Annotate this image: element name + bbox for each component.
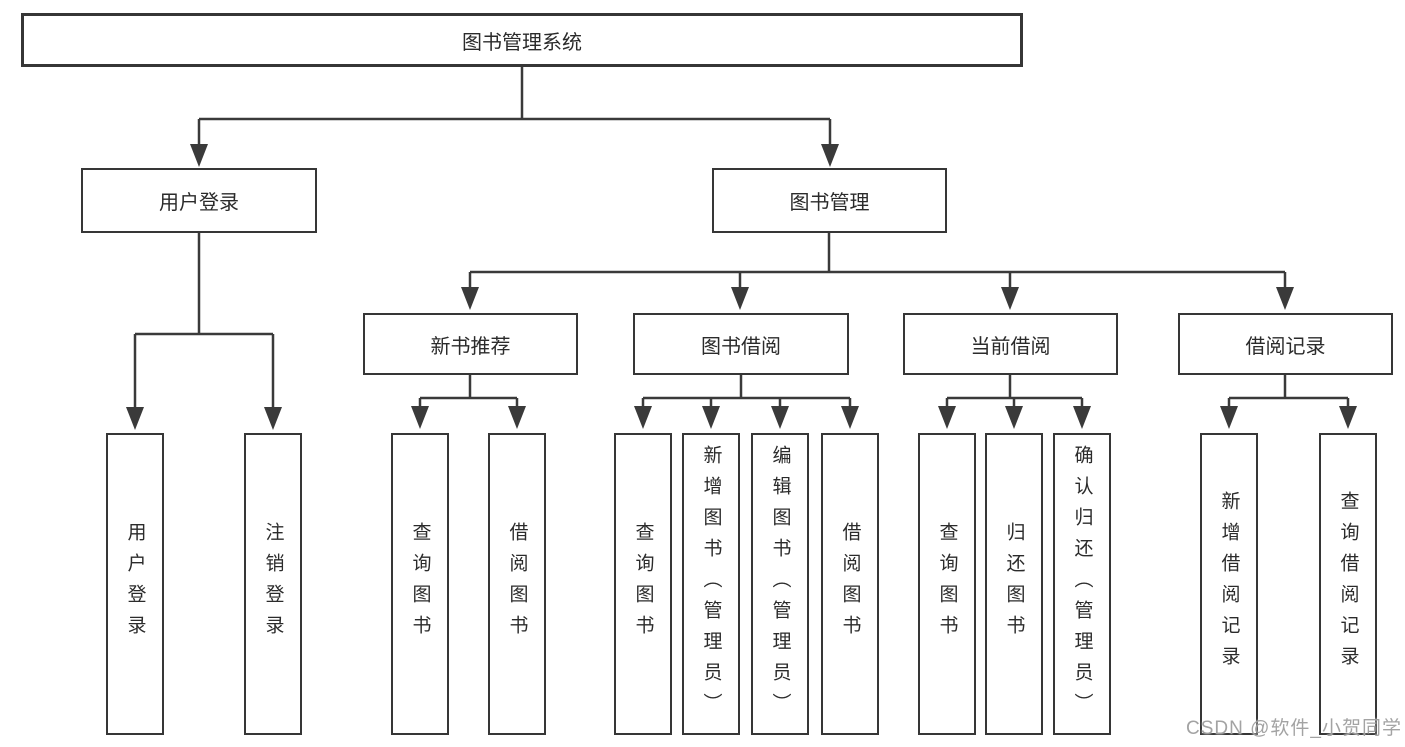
- node-root: 图书管理系统: [21, 13, 1023, 67]
- branch-book-mgmt: [461, 233, 1294, 310]
- node-cb-confirm-return-label: 确认归还（管理员）: [1071, 444, 1093, 724]
- branch-root: [190, 66, 839, 167]
- node-new-book-rec-label: 新书推荐: [430, 335, 511, 358]
- node-bb-edit-book-label: 编辑图书（管理员）: [769, 444, 791, 724]
- node-cb-query-book: 查询图书: [918, 433, 976, 735]
- node-book-mgmt: 图书管理: [712, 168, 947, 233]
- node-cb-return-book-label: 归还图书: [1003, 522, 1025, 646]
- node-nbr-query-book-label: 查询图书: [409, 522, 431, 646]
- node-nbr-borrow-book-label: 借阅图书: [506, 522, 528, 646]
- node-bb-borrow-book: 借阅图书: [821, 433, 879, 735]
- node-bb-add-book-label: 新增图书（管理员）: [700, 444, 722, 724]
- node-bb-query-book: 查询图书: [614, 433, 672, 735]
- node-root-label: 图书管理系统: [462, 31, 582, 54]
- node-current-borrow-label: 当前借阅: [970, 335, 1051, 358]
- node-bb-add-book: 新增图书（管理员）: [682, 433, 740, 735]
- node-bb-query-book-label: 查询图书: [632, 522, 654, 646]
- node-br-query-record: 查询借阅记录: [1319, 433, 1377, 735]
- node-br-add-record-label: 新增借阅记录: [1218, 491, 1240, 677]
- node-cb-confirm-return: 确认归还（管理员）: [1053, 433, 1111, 735]
- node-cb-query-book-label: 查询图书: [936, 522, 958, 646]
- node-new-book-rec: 新书推荐: [363, 313, 578, 375]
- node-current-borrow: 当前借阅: [903, 313, 1118, 375]
- node-user-login-label: 用户登录: [159, 192, 239, 214]
- branch-user-login: [126, 233, 282, 430]
- node-ul-logout-label: 注销登录: [262, 522, 284, 646]
- node-book-mgmt-label: 图书管理: [789, 192, 870, 214]
- node-ul-user-login: 用户登录: [106, 433, 164, 735]
- node-br-query-record-label: 查询借阅记录: [1337, 491, 1359, 677]
- node-user-login: 用户登录: [81, 168, 317, 233]
- node-borrow-record-label: 借阅记录: [1245, 335, 1326, 358]
- branch-new-book-rec: [411, 375, 526, 429]
- node-bb-edit-book: 编辑图书（管理员）: [751, 433, 809, 735]
- node-nbr-query-book: 查询图书: [391, 433, 449, 735]
- node-book-borrow: 图书借阅: [633, 313, 849, 375]
- branch-borrow-record: [1220, 375, 1357, 429]
- csdn-watermark: CSDN @软件_小贺同学: [1186, 718, 1402, 739]
- node-book-borrow-label: 图书借阅: [701, 335, 781, 358]
- node-bb-borrow-book-label: 借阅图书: [839, 522, 861, 646]
- node-nbr-borrow-book: 借阅图书: [488, 433, 546, 735]
- node-br-add-record: 新增借阅记录: [1200, 433, 1258, 735]
- node-ul-user-login-label: 用户登录: [124, 522, 146, 646]
- branch-book-borrow: [634, 375, 859, 429]
- node-borrow-record: 借阅记录: [1178, 313, 1393, 375]
- node-ul-logout: 注销登录: [244, 433, 302, 735]
- node-cb-return-book: 归还图书: [985, 433, 1043, 735]
- branch-current-borrow: [938, 375, 1091, 429]
